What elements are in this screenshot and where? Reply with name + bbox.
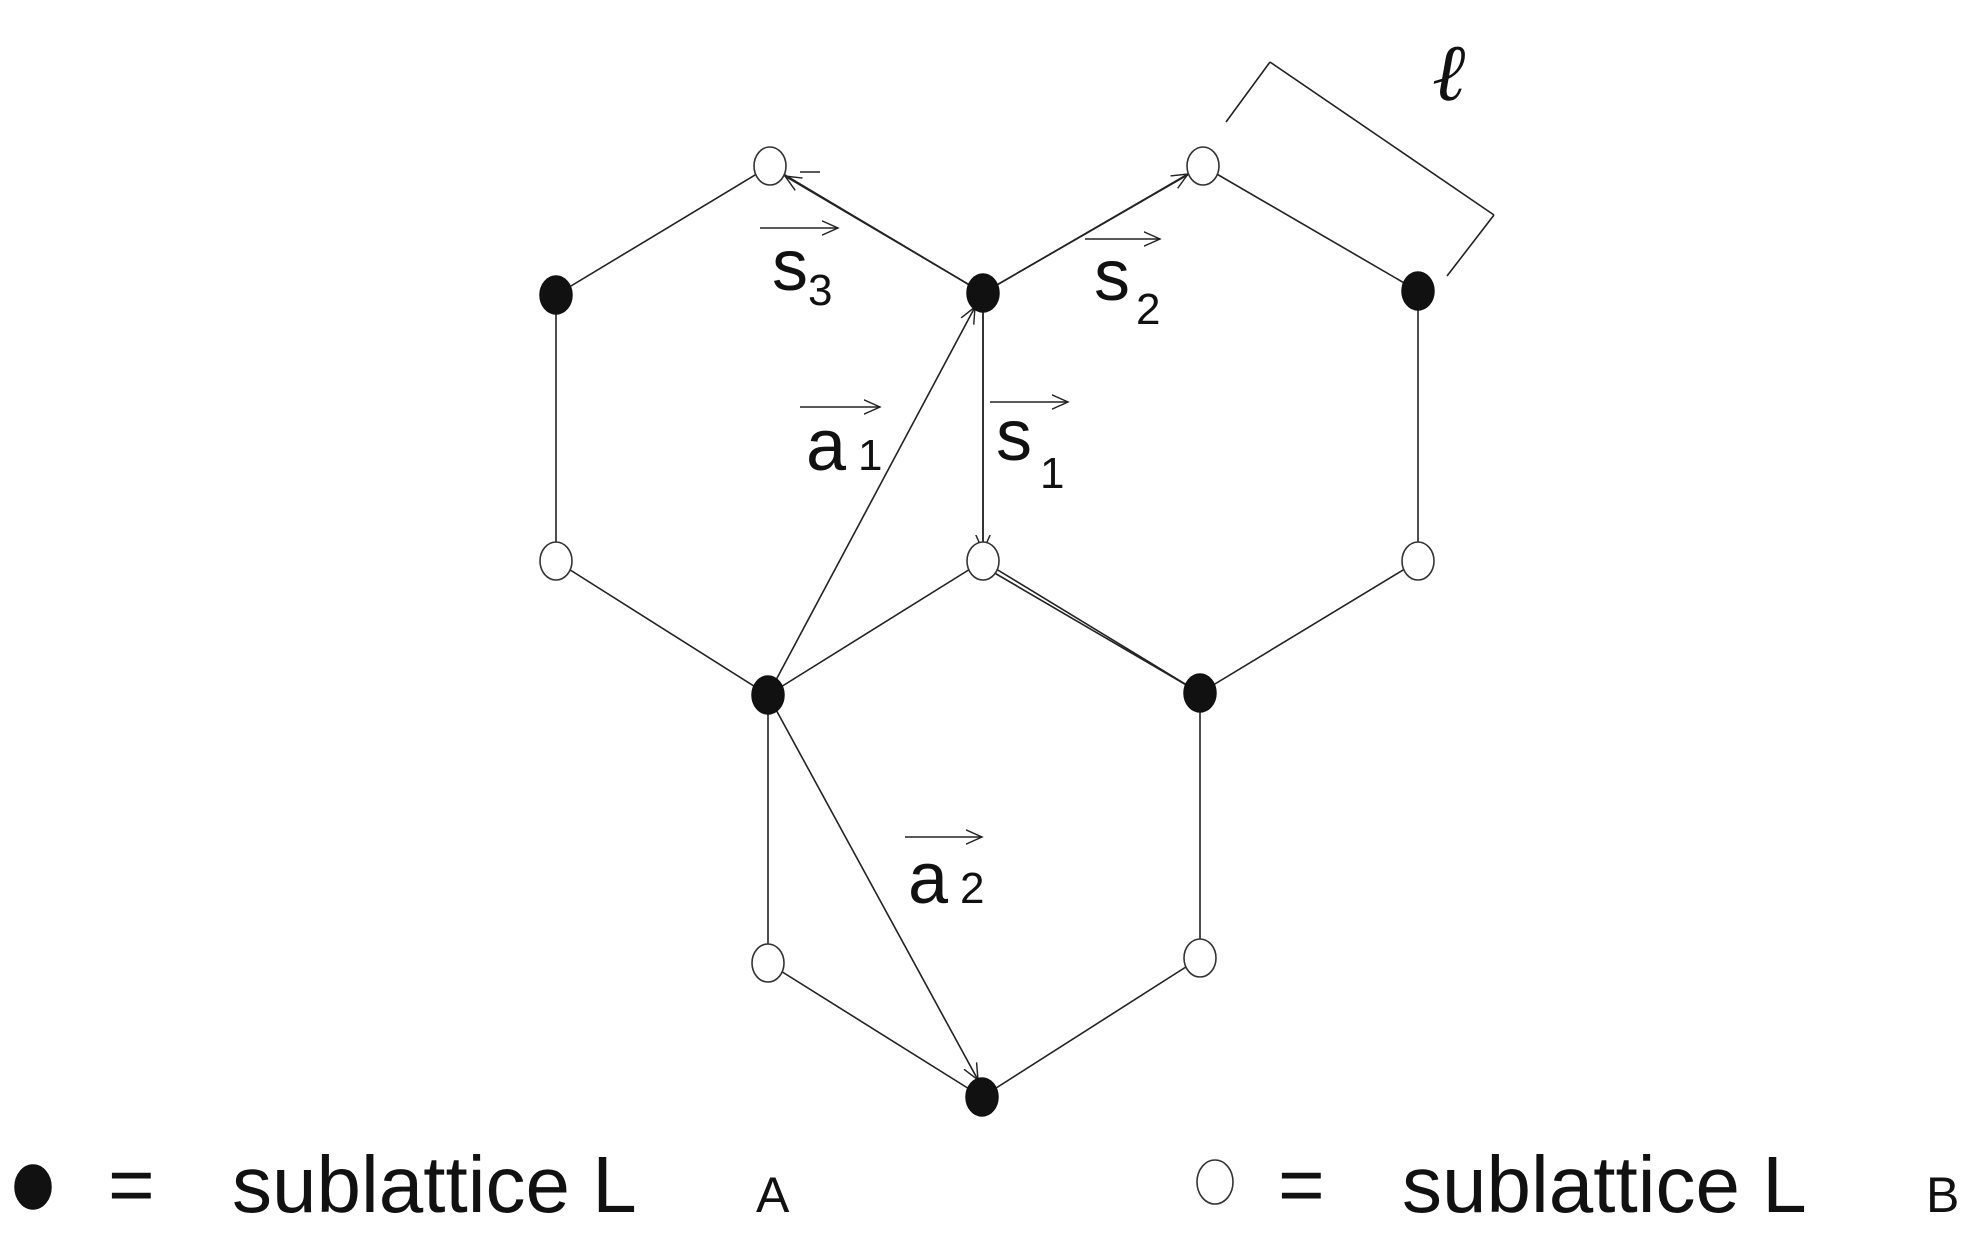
site-b: [751, 943, 785, 983]
vector-a1-arrow: [767, 307, 975, 696]
lattice-edge: [767, 962, 983, 1098]
site-a: [539, 275, 573, 315]
legend-filled-dot-icon: [14, 1164, 52, 1210]
site-a: [965, 1077, 999, 1117]
vector-a2-subscript: 2: [960, 864, 984, 913]
site-b: [753, 146, 787, 186]
vector-a2-arrow: [767, 694, 978, 1080]
legend-a-text: sublattice L: [232, 1140, 637, 1229]
lattice-vectors: [767, 171, 1188, 1080]
lattice-edge: [555, 560, 769, 696]
vector-s3-arrow: [785, 176, 984, 294]
site-a: [1401, 271, 1435, 311]
site-b: [1401, 541, 1435, 581]
site-a: [966, 273, 1000, 313]
lattice-edge: [555, 165, 771, 296]
site-b: [1186, 146, 1220, 186]
lattice-edge: [1199, 560, 1419, 694]
vector-s2-arrow: [982, 174, 1188, 294]
vector-a1-subscript: 1: [858, 431, 882, 480]
lattice-edge: [981, 957, 1201, 1098]
legend-b-equals: =: [1278, 1140, 1325, 1229]
site-b: [539, 541, 573, 581]
legend-sublattice-b: = sublattice L B: [1196, 1140, 1959, 1229]
site-b: [1183, 938, 1217, 978]
sublattice-a-sites: [539, 271, 1435, 1117]
vector-s2-letter: s: [1094, 236, 1130, 316]
lattice-edge: [767, 560, 984, 696]
legend-b-text: sublattice L: [1402, 1140, 1807, 1229]
vector-s2-subscript: 2: [1136, 285, 1160, 334]
legend-sublattice-a: = sublattice L A: [14, 1140, 790, 1229]
vector-s1-letter: s: [996, 396, 1032, 476]
site-b: [966, 541, 1000, 581]
vector-a1-label: a 1: [800, 406, 882, 486]
vector-s3-letter: s: [772, 226, 808, 306]
vector-a1-letter: a: [806, 406, 847, 486]
vector-s3-subscript: 3: [808, 266, 832, 315]
bond-length-label: ℓ: [1432, 26, 1465, 119]
vector-a2-letter: a: [908, 839, 949, 919]
vector-s3-label: s 3: [760, 226, 838, 315]
vector-s1-label: s 1: [990, 396, 1068, 498]
legend-a-equals: =: [108, 1140, 155, 1229]
vector-a2-label: a 2: [905, 837, 984, 919]
vector-s1-subscript: 1: [1040, 449, 1064, 498]
vector-s2-label: s 2: [1085, 236, 1160, 334]
lattice-edge: [1202, 165, 1419, 292]
site-a: [1183, 673, 1217, 713]
site-a: [751, 675, 785, 715]
bond-length-bracket: [1225, 61, 1495, 277]
legend-b-subscript: B: [1926, 1167, 1959, 1223]
legend-open-dot-icon: [1196, 1159, 1234, 1205]
legend-a-subscript: A: [756, 1167, 790, 1223]
lattice-edge: [985, 567, 1201, 694]
sublattice-b-sites: [539, 146, 1435, 983]
